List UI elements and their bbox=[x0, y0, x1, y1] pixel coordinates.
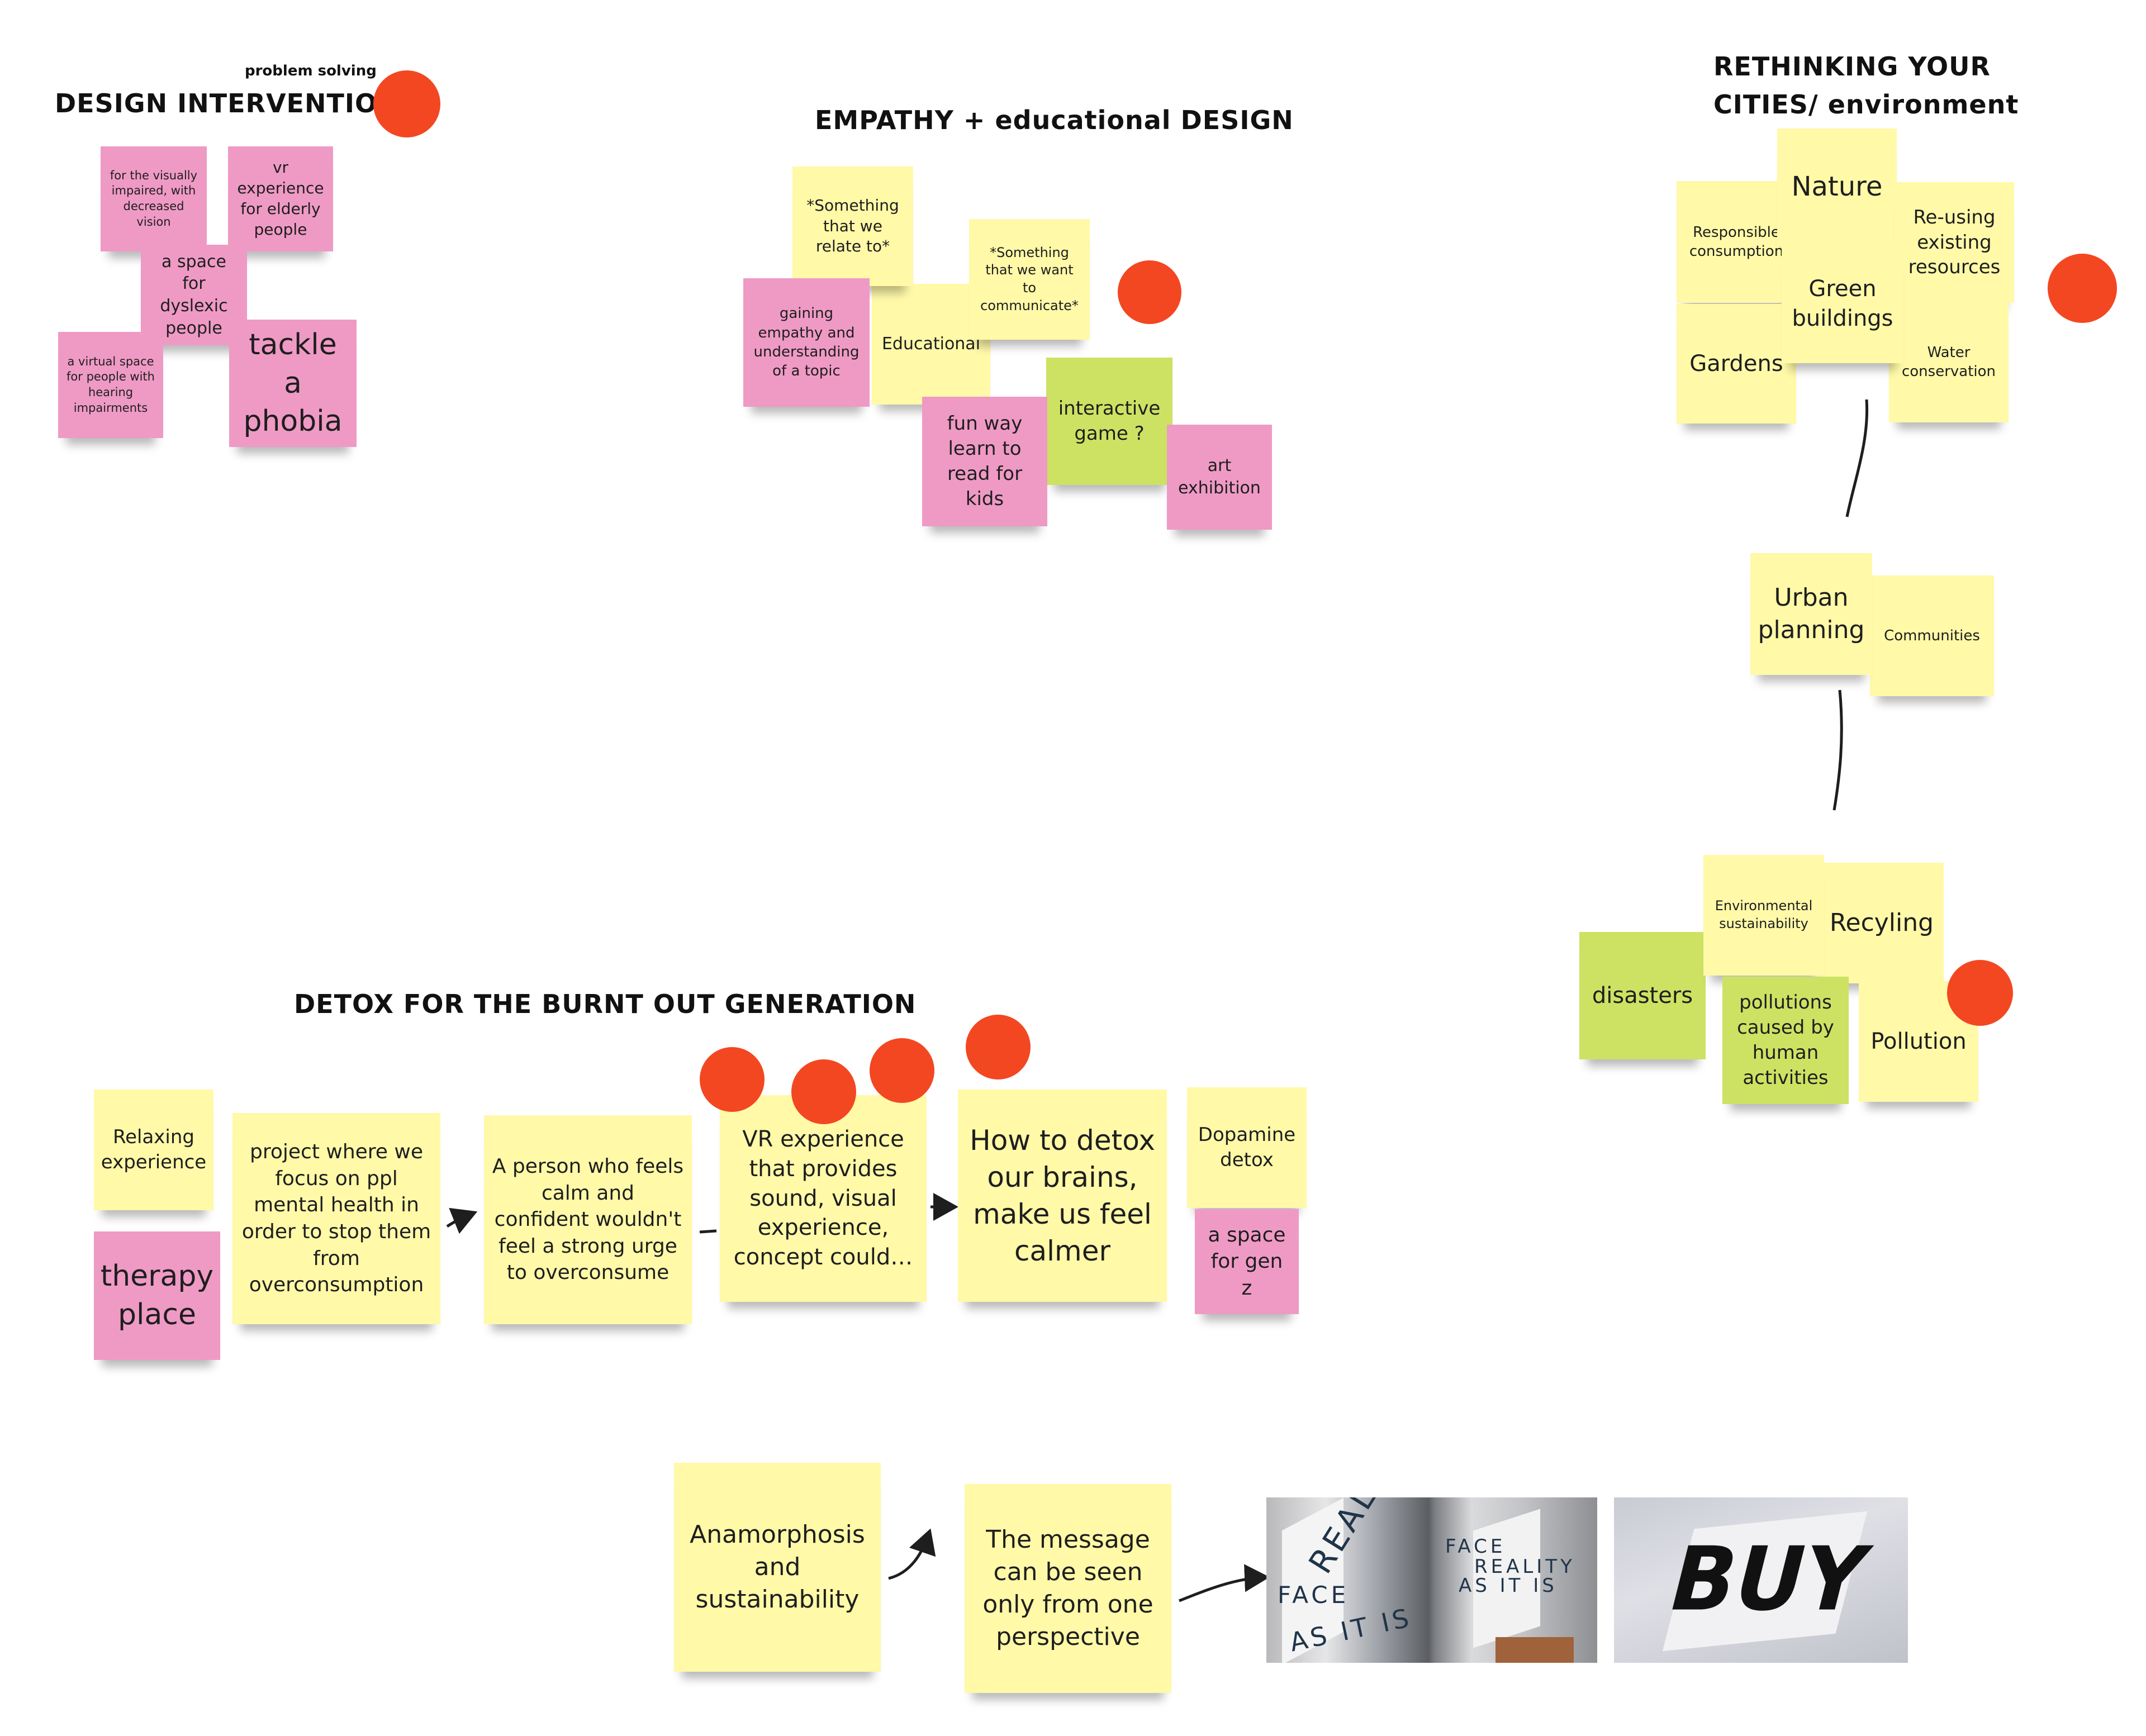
sticky-note[interactable]: a virtual space for people with hearing … bbox=[58, 332, 163, 438]
vote-dot[interactable] bbox=[791, 1059, 856, 1124]
sticky-note[interactable]: VR experience that provides sound, visua… bbox=[720, 1095, 927, 1302]
rethinking-title-line1: RETHINKING YOUR bbox=[1713, 51, 1991, 82]
sticky-note[interactable]: Anamorphosis and sustainability bbox=[674, 1463, 881, 1672]
arrow-project-to-person[interactable] bbox=[446, 1207, 478, 1234]
sticky-note[interactable]: Nature bbox=[1777, 129, 1897, 246]
vote-dot[interactable] bbox=[1118, 260, 1181, 324]
detox-title: DETOX FOR THE BURNT OUT GENERATION bbox=[294, 989, 917, 1019]
sticky-note[interactable]: for the visually impaired, with decrease… bbox=[101, 146, 207, 251]
sticky-note[interactable]: Responsible consumption bbox=[1677, 181, 1796, 303]
sticky-note[interactable]: Recyling bbox=[1820, 863, 1944, 983]
vote-dot[interactable] bbox=[373, 70, 440, 137]
empathy-title: EMPATHY + educational DESIGN bbox=[815, 105, 1294, 135]
connector-urban-to-environmental[interactable] bbox=[1832, 689, 1843, 811]
photo-word-face: FACE bbox=[1278, 1581, 1350, 1609]
sticky-note[interactable]: fun way learn to read for kids bbox=[922, 397, 1047, 526]
design-intervention-subtitle: problem solving bbox=[245, 63, 377, 79]
sticky-note[interactable]: *Something that we relate to* bbox=[792, 167, 913, 286]
sticky-note[interactable]: *Something that we want to communicate* bbox=[969, 219, 1090, 340]
design-intervention-title: DESIGN INTERVENTION bbox=[55, 88, 400, 118]
sticky-note[interactable]: Dopamine detox bbox=[1187, 1087, 1307, 1208]
sticky-note[interactable]: therapy place bbox=[94, 1231, 220, 1360]
sticky-note[interactable]: interactive game ? bbox=[1046, 358, 1172, 485]
sticky-note[interactable]: Green buildings bbox=[1782, 245, 1903, 363]
sticky-note[interactable]: Gardens bbox=[1677, 304, 1796, 424]
sticky-note[interactable]: Environmental sustainability bbox=[1703, 855, 1824, 976]
sticky-note[interactable]: The message can be seen only from one pe… bbox=[965, 1484, 1171, 1693]
sticky-note[interactable]: Communities bbox=[1870, 576, 1994, 696]
arrow-message-to-photos[interactable] bbox=[1179, 1564, 1270, 1602]
sticky-note[interactable]: How to detox our brains, make us feel ca… bbox=[958, 1090, 1167, 1302]
sticky-note[interactable]: art exhibition bbox=[1167, 425, 1272, 530]
photo-word-reality: REALITY bbox=[1301, 1497, 1416, 1580]
arrow-anamorphosis-to-message[interactable] bbox=[888, 1528, 936, 1580]
sticky-note[interactable]: pollutions caused by human activities bbox=[1722, 977, 1849, 1104]
sticky-note[interactable]: Relaxing experience bbox=[94, 1090, 213, 1210]
photo-word-face-2: FACE bbox=[1445, 1535, 1506, 1558]
photo-word-buy: BUY bbox=[1659, 1528, 1878, 1631]
vote-dot[interactable] bbox=[2048, 254, 2117, 323]
sticky-note[interactable]: gaining empathy and understanding of a t… bbox=[743, 278, 870, 407]
vote-dot[interactable] bbox=[1947, 960, 2013, 1026]
vote-dot[interactable] bbox=[966, 1015, 1031, 1079]
anamorphosis-photo-buy[interactable]: BUY bbox=[1614, 1497, 1908, 1663]
arrow-person-to-vr[interactable] bbox=[699, 1229, 717, 1234]
connector-rethinking-to-urban[interactable] bbox=[1845, 399, 1869, 517]
sticky-note[interactable]: Water conservation bbox=[1889, 302, 2009, 422]
rethinking-title-line2: CITIES/ environment bbox=[1713, 89, 2019, 120]
sticky-note[interactable]: project where we focus on ppl mental hea… bbox=[232, 1113, 440, 1324]
sticky-note[interactable]: Re-using existing resources bbox=[1895, 182, 2014, 303]
sticky-note[interactable]: vr experience for elderly people bbox=[228, 146, 333, 251]
sticky-note[interactable]: tackle a phobia bbox=[229, 320, 357, 447]
anamorphosis-photo-face-reality[interactable]: FACE REALITY AS IT IS FACE REALITY AS IT… bbox=[1266, 1497, 1597, 1663]
vote-dot[interactable] bbox=[700, 1047, 765, 1112]
sticky-note[interactable]: A person who feels calm and confident wo… bbox=[484, 1115, 692, 1324]
vote-dot[interactable] bbox=[870, 1038, 934, 1103]
photo-word-reality-2: REALITY bbox=[1474, 1556, 1575, 1578]
sticky-note[interactable]: a space for gen z bbox=[1195, 1209, 1299, 1314]
photo-word-as-it-is-2: AS IT IS bbox=[1459, 1575, 1558, 1597]
sticky-note[interactable]: Urban planning bbox=[1750, 553, 1872, 675]
sticky-note[interactable]: disasters bbox=[1579, 932, 1706, 1059]
